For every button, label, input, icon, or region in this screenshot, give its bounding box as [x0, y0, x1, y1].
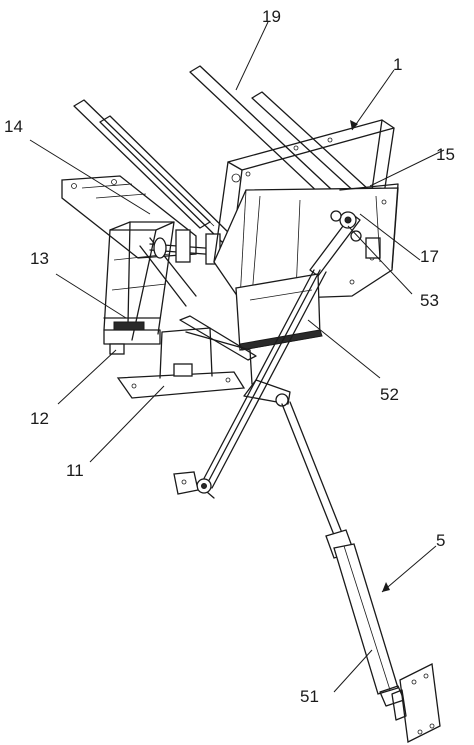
callout-15: 15	[436, 145, 455, 164]
callout-19: 19	[262, 7, 281, 26]
callout-52: 52	[380, 385, 399, 404]
callout-11: 11	[66, 461, 84, 480]
rail-19	[189, 65, 381, 207]
lever-assembly-53	[309, 195, 381, 277]
arrow-head-1	[350, 120, 358, 130]
linkage-arm	[173, 269, 327, 499]
leader-lines	[29, 21, 445, 693]
base-11	[116, 315, 257, 399]
arrow-head-5	[382, 582, 390, 592]
callout-1: 1	[393, 55, 402, 74]
callout-53: 53	[420, 291, 439, 310]
callout-51: 51	[300, 687, 319, 706]
callout-12: 12	[30, 409, 49, 428]
cylinder-5	[281, 401, 405, 707]
callout-17: 17	[420, 247, 439, 266]
mount-plate	[391, 663, 441, 743]
callout-13: 13	[30, 249, 49, 268]
lower-plate-52	[235, 273, 323, 351]
callout-14: 14	[4, 117, 23, 136]
left-frame-13	[103, 221, 197, 355]
callout-5: 5	[436, 531, 445, 550]
